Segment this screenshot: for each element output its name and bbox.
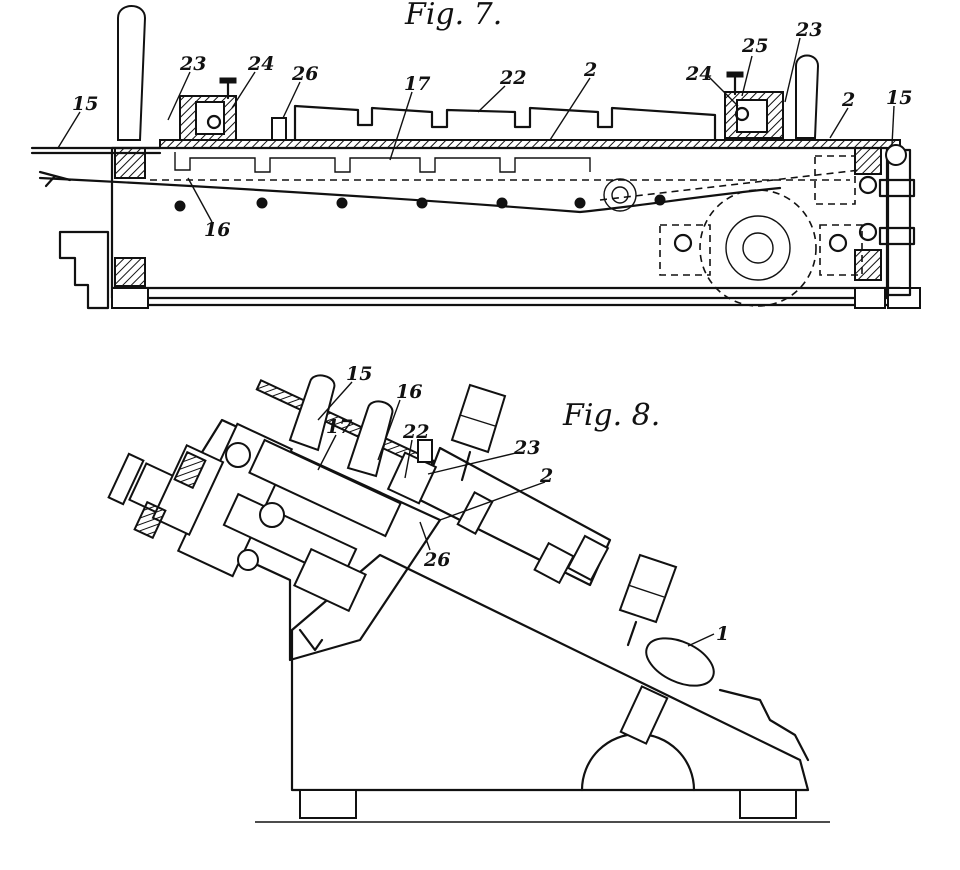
fig7-ref-15-right: 15 [886, 87, 912, 109]
fig8-lower-handle [618, 553, 678, 647]
fig8-ref-26: 26 [423, 549, 450, 571]
fig7-ref-24-right: 24 [685, 63, 712, 85]
fig8-ref-23: 23 [513, 437, 540, 459]
fig7-ref-22: 22 [499, 67, 526, 89]
fig7-ref-2-left: 2 [583, 59, 597, 81]
fig8-ref-2: 2 [539, 465, 553, 487]
fig7-left-lever [117, 5, 147, 141]
fig8-base-body [255, 553, 830, 823]
fig8-ref-15: 15 [346, 363, 372, 385]
fig7-leader-lines [57, 37, 895, 223]
fig8-leader-lines [317, 381, 546, 551]
figure-7: Fig. 7. [30, 0, 921, 310]
fig8-head-mechanism [107, 374, 442, 662]
fig8-ref-16: 16 [396, 381, 422, 403]
fig7-left-clamp [179, 77, 287, 141]
fig8-ref-22: 22 [402, 421, 429, 443]
fig7-ref-17: 17 [404, 73, 430, 95]
fig7-ref-23-left: 23 [179, 53, 206, 75]
fig7-top-plate [30, 104, 901, 173]
fig7-frame [58, 146, 921, 310]
fig7-right-lever [795, 54, 820, 139]
fig7-ref-2-right: 2 [841, 89, 855, 111]
fig8-ref-1: 1 [716, 623, 729, 645]
fig7-ref-25: 25 [741, 35, 768, 57]
fig8-reference-numerals: 15 16 17 22 23 2 26 1 [326, 363, 729, 645]
fig8-handle-1 [619, 633, 715, 745]
fig8-upper-handle [450, 383, 507, 482]
fig7-ref-26: 26 [291, 63, 318, 85]
figure-8-title: Fig. 8. [562, 398, 660, 433]
fig7-ref-24-left: 24 [247, 53, 274, 75]
figure-7-title: Fig. 7. [404, 0, 502, 32]
fig8-ref-17: 17 [326, 416, 352, 438]
figure-8: Fig. 8. [107, 363, 830, 823]
fig7-ref-16: 16 [204, 219, 230, 241]
fig7-internal-mechanism [38, 144, 907, 307]
fig7-ref-15-left: 15 [72, 93, 98, 115]
fig7-right-clamp [724, 71, 784, 139]
fig7-reference-numerals: 15 23 24 26 17 22 2 24 25 23 2 15 16 [72, 19, 912, 241]
fig7-ref-23-right: 23 [795, 19, 822, 41]
